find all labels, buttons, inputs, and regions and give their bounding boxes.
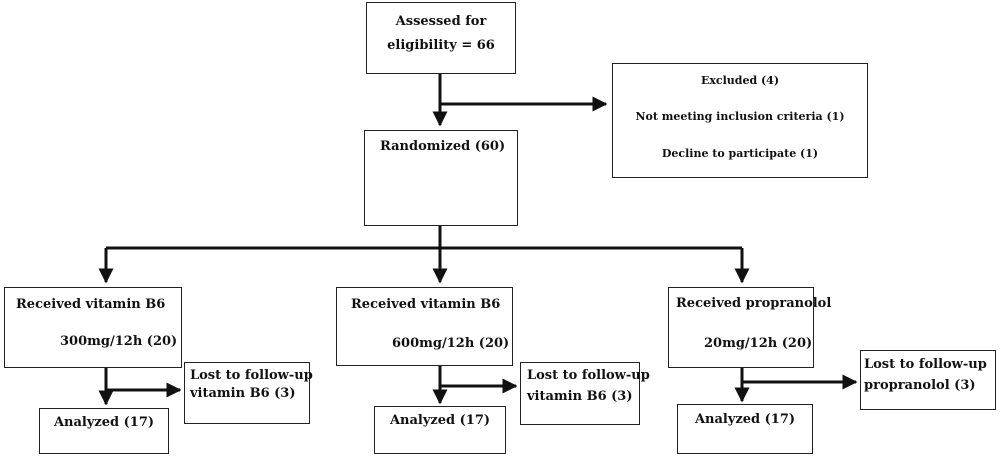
arm-1-lost-line-1: Lost to follow-up xyxy=(190,368,313,383)
arm-1-box xyxy=(4,287,182,368)
arm-2-line-1: Received vitamin B6 xyxy=(351,297,501,312)
arm-3-lost-box xyxy=(860,350,996,410)
arm-1-analyzed: Analyzed (17) xyxy=(53,415,155,430)
arm-2-lost-box xyxy=(520,362,640,425)
assessed-box xyxy=(366,2,516,74)
arm-2-analyzed: Analyzed (17) xyxy=(389,413,491,428)
arm-3-lost-line-1: Lost to follow-up xyxy=(864,357,987,372)
arm-3-analyzed-box xyxy=(677,404,813,454)
arm-1-line-2: 300mg/12h (20) xyxy=(60,334,178,349)
excluded-reason-2: Decline to participate (1) xyxy=(661,147,819,160)
randomized-box xyxy=(364,130,518,226)
arm-1-analyzed-box xyxy=(39,408,169,454)
assessed-line-2: eligibility = 66 xyxy=(387,38,495,53)
arm-2-box xyxy=(336,287,513,366)
randomized-label: Randomized (60) xyxy=(380,139,506,154)
assessed-line-1: Assessed for xyxy=(395,14,487,29)
excluded-box xyxy=(612,63,868,178)
arm-1-lost-line-2: vitamin B6 (3) xyxy=(190,386,296,401)
arm-2-analyzed-box xyxy=(374,406,506,454)
arm-2-lost-line-1: Lost to follow-up xyxy=(527,368,650,383)
arm-2-line-2: 600mg/12h (20) xyxy=(392,336,510,351)
arm-3-lost-line-2: propranolol (3) xyxy=(864,378,976,393)
excluded-reason-1: Not meeting inclusion criteria (1) xyxy=(635,110,845,123)
arm-2-lost-line-2: vitamin B6 (3) xyxy=(527,389,633,404)
arm-3-line-1: Received propranolol xyxy=(676,296,832,311)
excluded-title: Excluded (4) xyxy=(700,74,780,87)
arm-1-lost-box xyxy=(184,362,310,424)
arm-3-analyzed: Analyzed (17) xyxy=(694,412,796,427)
arm-1-line-1: Received vitamin B6 xyxy=(16,297,166,312)
arm-3-line-2: 20mg/12h (20) xyxy=(704,336,813,351)
arm-3-box xyxy=(668,287,814,368)
